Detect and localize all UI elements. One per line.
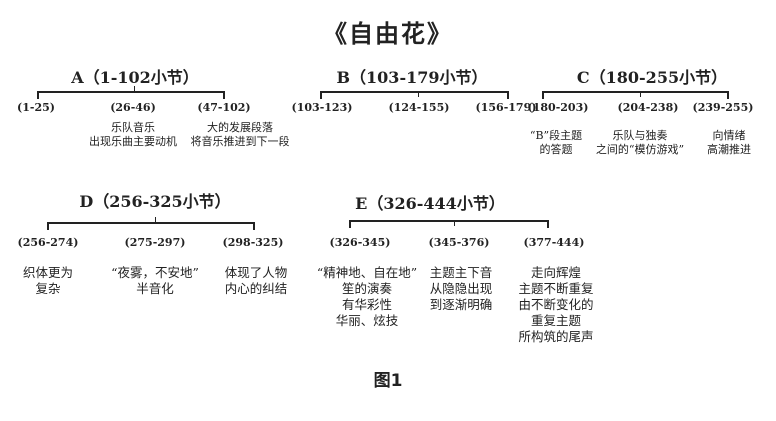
part-description: 体现了人物 内心的纠结 xyxy=(224,265,288,296)
section-label: A（1-102小节） xyxy=(71,68,199,87)
bracket-tick xyxy=(418,91,419,97)
bracket-tick xyxy=(47,222,49,230)
range-label: (180-203) xyxy=(527,101,589,114)
part-description: 织体更为 复杂 xyxy=(22,265,74,296)
part-description: “夜雾，不安地” 半音化 xyxy=(111,265,199,296)
range-label: (26-46) xyxy=(110,101,156,114)
part-description: 走向辉煌 主题不断重复 由不断变化的 重复主题 所构筑的尾声 xyxy=(518,265,594,344)
bracket-tick xyxy=(134,86,135,93)
diagram-title: 《自由花》 xyxy=(323,19,453,48)
bracket xyxy=(47,222,255,224)
section-label: C（180-255小节） xyxy=(576,68,728,87)
bracket-tick xyxy=(320,91,322,99)
bracket xyxy=(320,91,509,93)
bracket-tick xyxy=(349,220,351,228)
range-label: (124-155) xyxy=(388,101,450,114)
figure-caption: 图1 xyxy=(373,371,403,391)
bracket-tick xyxy=(223,91,225,99)
range-label: (47-102) xyxy=(197,101,251,114)
range-label: (239-255) xyxy=(692,101,754,114)
range-label: (275-297) xyxy=(124,236,186,249)
part-description: 大的发展段落 将音乐推进到下一段 xyxy=(190,121,290,148)
bracket-tick xyxy=(37,91,39,99)
section-label: D（256-325小节） xyxy=(79,192,231,211)
bracket xyxy=(542,91,729,93)
part-description: 乐队音乐 出现乐曲主要动机 xyxy=(89,121,177,148)
section-label: B（103-179小节） xyxy=(336,68,488,87)
range-label: (1-25) xyxy=(17,101,55,114)
range-label: (156-179) xyxy=(475,101,537,114)
range-label: (377-444) xyxy=(523,236,585,249)
range-label: (345-376) xyxy=(428,236,490,249)
section-label: E（326-444小节） xyxy=(355,194,505,213)
bracket-tick xyxy=(640,91,641,97)
range-label: (256-274) xyxy=(17,236,79,249)
part-description: 向情绪 高潮推进 xyxy=(707,129,751,156)
part-description: 主题主下音 从隐隐出现 到逐渐明确 xyxy=(429,265,493,312)
bracket-tick xyxy=(155,217,156,223)
range-label: (298-325) xyxy=(222,236,284,249)
bracket-tick xyxy=(542,91,544,99)
bracket xyxy=(37,91,225,93)
bracket-tick xyxy=(727,91,729,99)
bracket xyxy=(349,220,549,222)
bracket-tick xyxy=(507,91,509,99)
bracket-tick xyxy=(253,222,255,230)
part-description: 乐队与独奏 之间的“模仿游戏” xyxy=(595,129,685,156)
bracket-tick xyxy=(547,220,549,228)
part-description: “精神地、自在地” 笙的演奏 有华彩性 华丽、炫技 xyxy=(316,265,418,328)
range-label: (326-345) xyxy=(329,236,391,249)
bracket-tick xyxy=(454,220,455,226)
range-label: (103-123) xyxy=(291,101,353,114)
part-description: “B”段主题 的答题 xyxy=(529,129,583,156)
range-label: (204-238) xyxy=(617,101,679,114)
